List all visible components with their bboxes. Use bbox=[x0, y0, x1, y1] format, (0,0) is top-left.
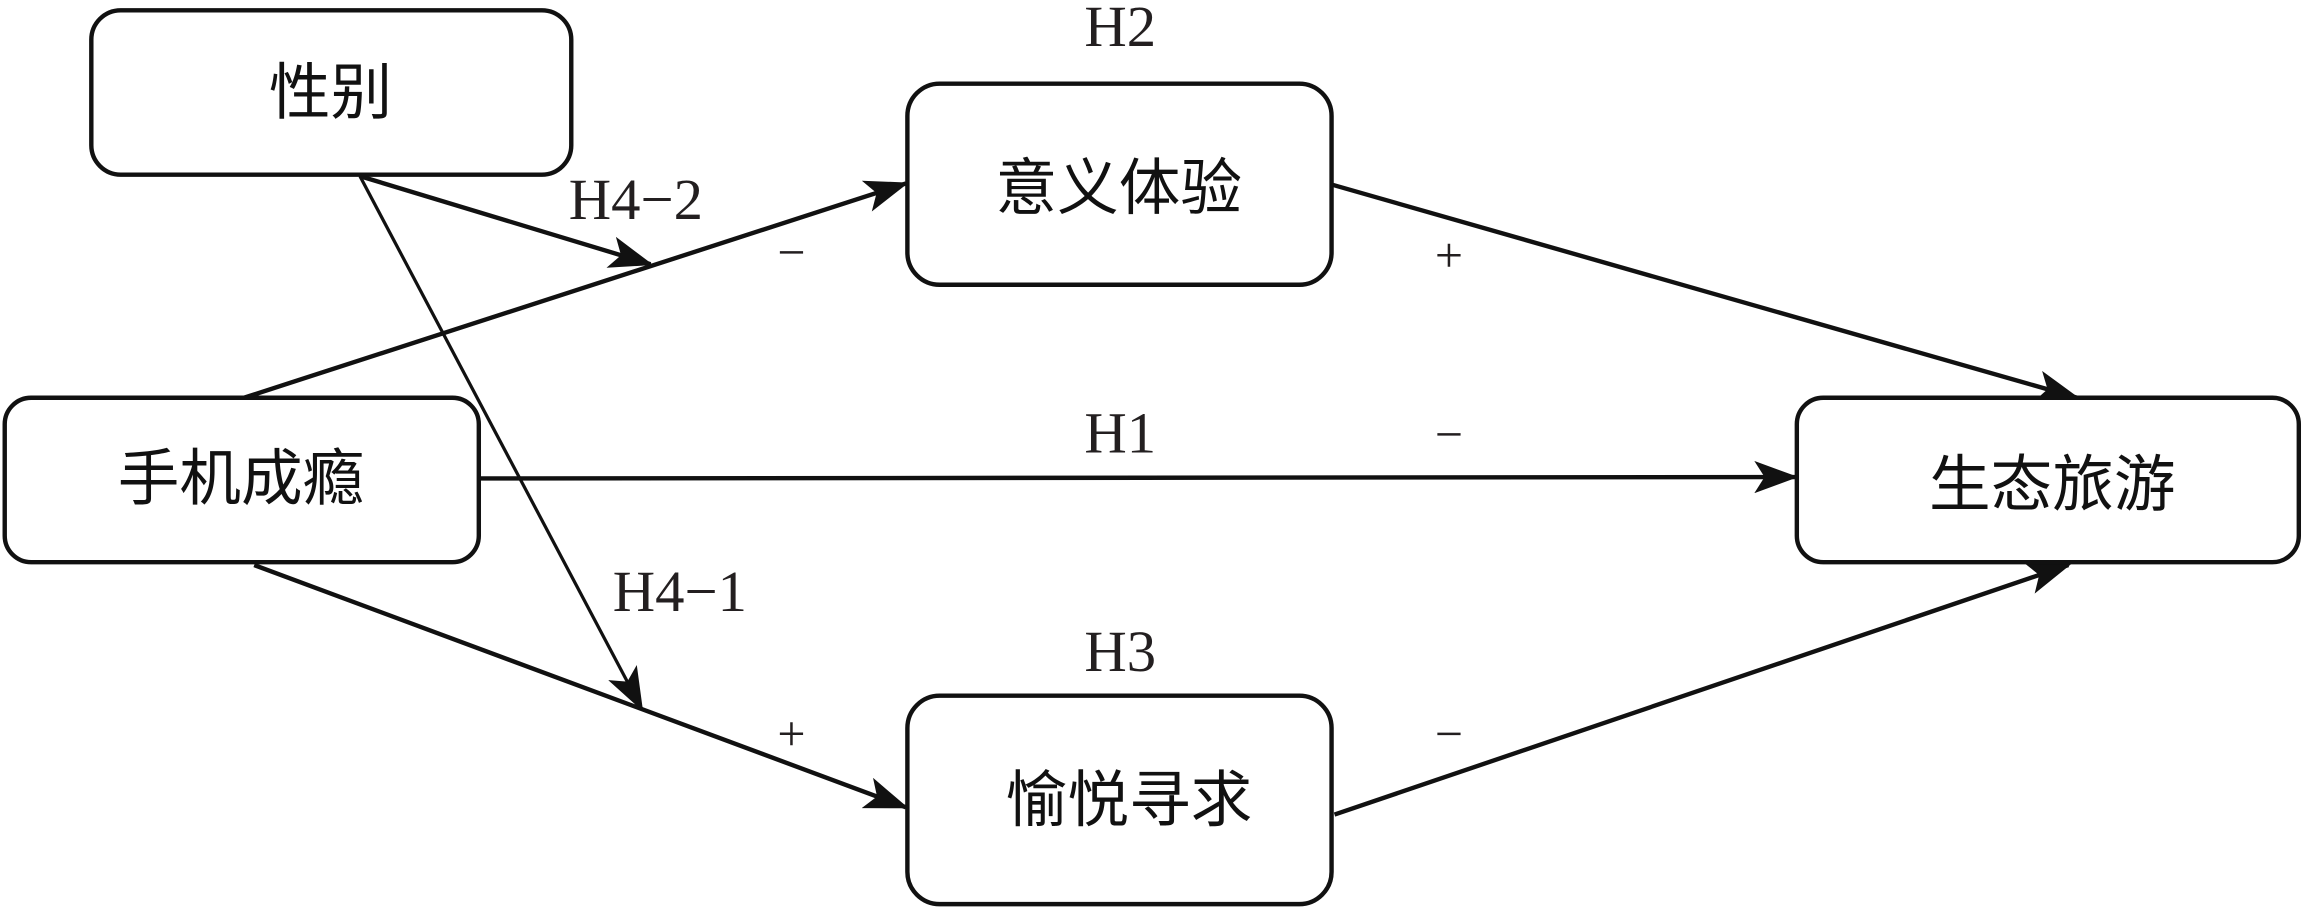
edge-addiction-to-ecotourism bbox=[480, 460, 1799, 494]
node-phone-addiction: 手机成瘾 bbox=[2, 395, 482, 565]
node-hedonic-seeking: 愉悦寻求 bbox=[905, 693, 1334, 907]
edge-gender-moderation-h4-2 bbox=[359, 174, 654, 268]
edge-gender-moderation-h4-1 bbox=[358, 175, 644, 712]
edge-hedonic-to-ecotourism bbox=[1333, 562, 2072, 817]
node-meaning-label: 意义体验 bbox=[995, 152, 1242, 224]
sign-hedonic-to-ecotourism: − bbox=[1435, 706, 1463, 761]
node-addiction-label: 手机成瘾 bbox=[118, 442, 364, 514]
node-ecotourism-label: 生态旅游 bbox=[1929, 448, 2176, 520]
label-h4-2: H4−2 bbox=[569, 167, 703, 232]
edge-meaning-to-ecotourism bbox=[1332, 182, 2080, 402]
sign-meaning-to-ecotourism: + bbox=[1435, 228, 1463, 283]
node-ecotourism: 生态旅游 bbox=[1794, 395, 2302, 565]
node-gender: 性别 bbox=[89, 8, 574, 177]
label-h1: H1 bbox=[1084, 400, 1156, 465]
sign-addiction-to-ecotourism: − bbox=[1435, 407, 1463, 462]
node-hedonic-label: 愉悦寻求 bbox=[1006, 764, 1253, 836]
sign-addiction-to-meaning: − bbox=[777, 225, 805, 280]
label-h3: H3 bbox=[1084, 619, 1156, 684]
node-gender-label: 性别 bbox=[269, 56, 392, 128]
edge-addiction-to-meaning bbox=[243, 180, 909, 400]
label-h4-1: H4−1 bbox=[613, 559, 747, 624]
label-h2: H2 bbox=[1084, 0, 1156, 59]
edge-addiction-to-hedonic bbox=[253, 563, 909, 810]
node-meaning-experience: 意义体验 bbox=[905, 81, 1334, 287]
sign-addiction-to-hedonic: + bbox=[777, 706, 805, 761]
